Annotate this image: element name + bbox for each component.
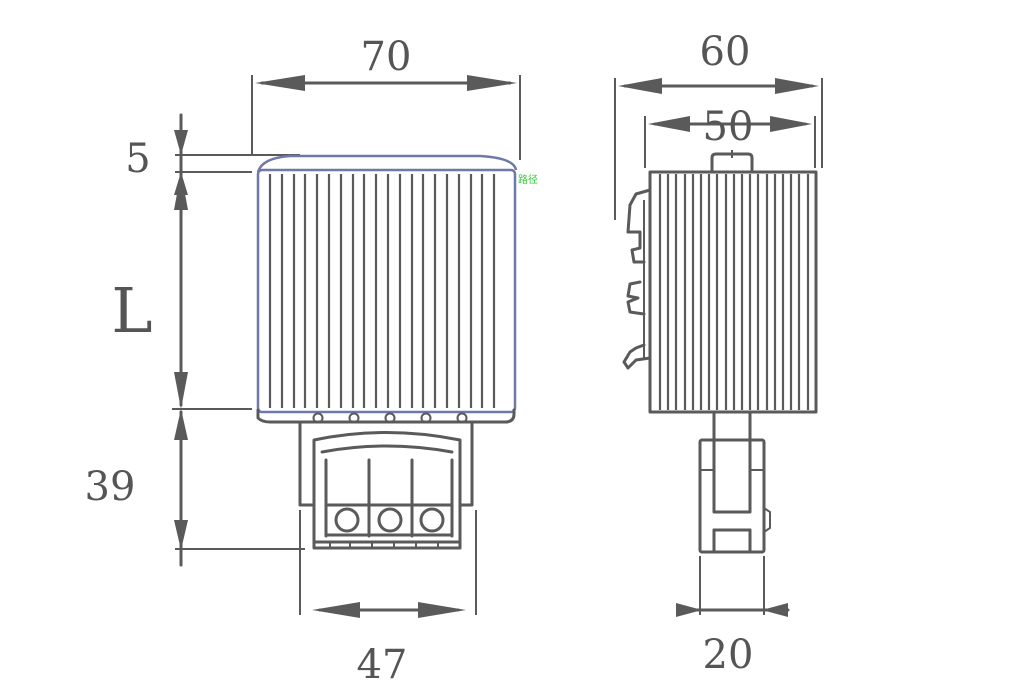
front-view: 70 5 L 39 (85, 34, 538, 688)
dim-L: L (111, 172, 252, 410)
terminal-block (298, 420, 474, 550)
dim-label-70: 70 (361, 34, 412, 80)
side-view: 60 50 (614, 29, 823, 678)
dim-70: 70 (251, 34, 521, 160)
dim-label-L: L (111, 274, 152, 347)
side-fins (658, 174, 810, 410)
dim-39: 39 (85, 409, 305, 567)
ventilation-holes (312, 412, 468, 424)
dim-47: 47 (299, 510, 477, 688)
dim-60: 60 (614, 29, 823, 220)
path-tag: 路径 (518, 173, 538, 186)
dim-label-47: 47 (357, 642, 408, 688)
dim-50: 50 (644, 104, 816, 168)
din-clip (622, 188, 652, 370)
dim-label-39: 39 (85, 464, 136, 510)
dim-label-60: 60 (700, 29, 751, 75)
dim-label-20: 20 (703, 632, 754, 678)
side-connector (698, 410, 771, 554)
dim-5: 5 (125, 113, 300, 195)
heater-fins (268, 174, 496, 408)
dim-label-5: 5 (125, 136, 150, 182)
dim-label-50: 50 (703, 104, 754, 150)
dim-20: 20 (676, 556, 790, 678)
